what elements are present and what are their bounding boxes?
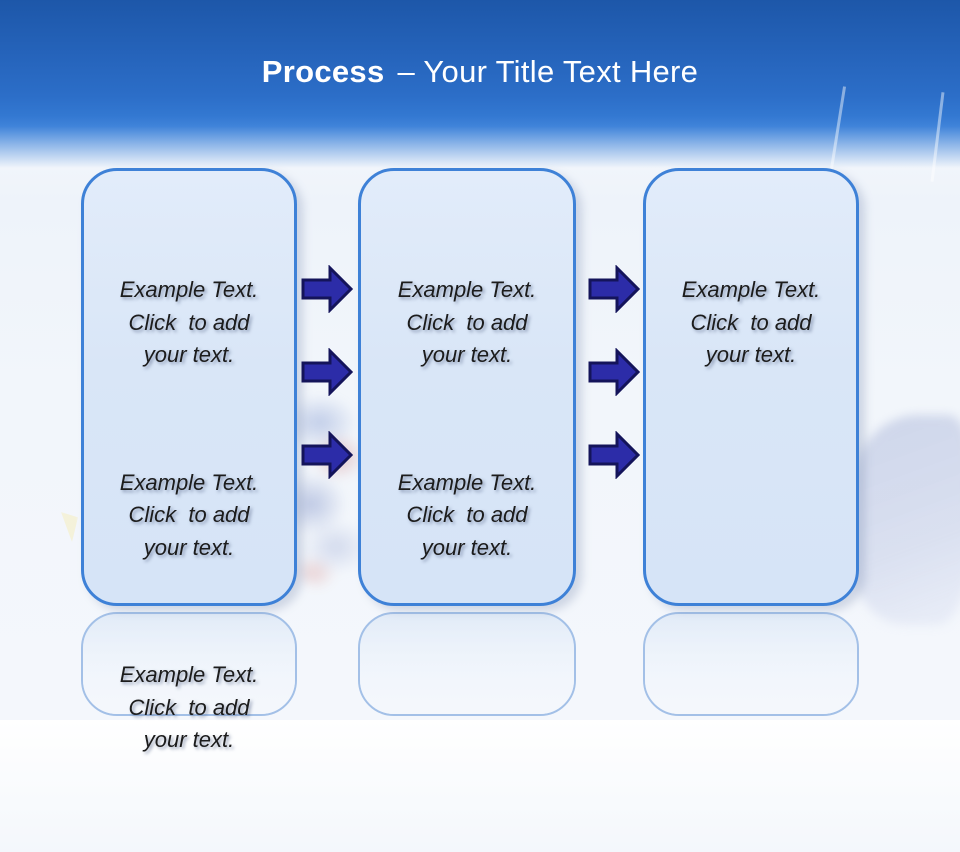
arrow-right-icon — [588, 431, 640, 479]
placeholder-text[interactable]: Example Text. Click to add your text. — [397, 277, 537, 367]
arrow-right-icon — [301, 265, 353, 313]
page-title: Process – Your Title Text Here — [0, 54, 960, 90]
process-box-step-3[interactable]: Example Text. Click to add your text. — [643, 168, 859, 606]
arrow-right-icon — [588, 265, 640, 313]
box-reflection — [643, 612, 859, 716]
placeholder-text[interactable]: Example Text. Click to add your text. — [397, 469, 537, 560]
process-box-step-1[interactable]: Example Text. Click to add your text. Ex… — [81, 168, 297, 752]
placeholder-text[interactable]: Example Text. Click to add your text. — [119, 662, 259, 752]
placeholder-text[interactable]: Example Text. Click to add your text. — [681, 277, 821, 367]
process-box-step-2[interactable]: Example Text. Click to add your text. Ex… — [358, 168, 576, 606]
placeholder-text[interactable]: Example Text. Click to add your text. — [119, 277, 259, 367]
background-photo-tent — [852, 415, 960, 625]
box-reflection — [81, 612, 297, 716]
title-keyword: Process — [261, 54, 385, 89]
arrow-right-icon — [588, 348, 640, 396]
arrow-right-icon — [301, 348, 353, 396]
background-photo-flag — [61, 512, 78, 542]
box-reflection — [358, 612, 576, 716]
title-subtitle: – Your Title Text Here — [397, 54, 699, 89]
placeholder-text[interactable]: Example Text. Click to add your text. — [119, 469, 259, 560]
arrow-right-icon — [301, 431, 353, 479]
title-band — [0, 0, 960, 175]
